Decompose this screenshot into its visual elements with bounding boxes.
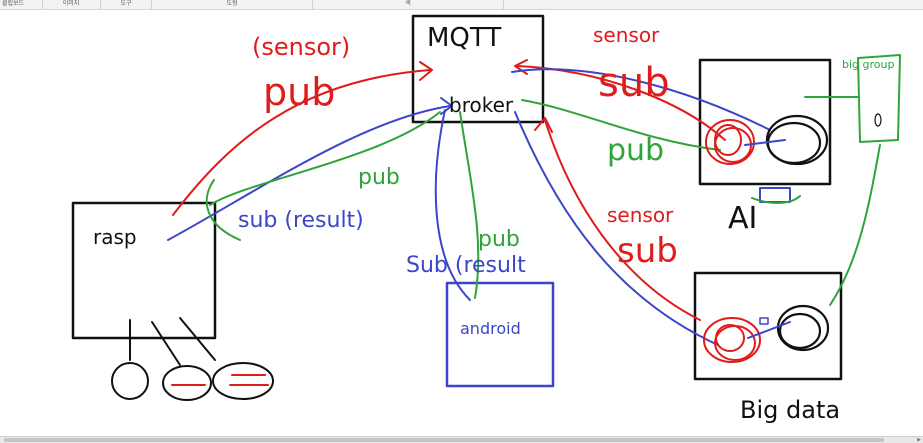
bottom-device-label: Big data	[740, 396, 840, 424]
green-pub-line-rasp	[209, 111, 441, 206]
ribbon-group-colors[interactable]: 색	[313, 0, 504, 9]
blue-line-ai	[511, 68, 771, 131]
sub-result-android: Sub (result	[406, 253, 526, 278]
pub-sensor-word: pub	[263, 70, 335, 114]
mqtt-label: MQTT	[427, 23, 501, 53]
ai-blue-link	[744, 139, 786, 146]
blue-sub-line-rasp	[167, 105, 451, 241]
app-ribbon: 클립보드 이미지 도구 도형 색	[0, 0, 923, 10]
red-pub-arrowhead	[419, 61, 433, 81]
android-label: android	[460, 319, 521, 338]
red-pub-arrow	[172, 69, 431, 216]
bottom-blue-link	[747, 321, 791, 339]
rasp-box	[71, 201, 217, 340]
red-arrowhead-bottom	[534, 117, 553, 133]
pub-green-right: pub	[607, 133, 664, 168]
ribbon-group-clipboard[interactable]: 클립보드	[0, 0, 43, 9]
bigdata-side-label: big group	[842, 58, 894, 71]
android-box	[445, 281, 555, 388]
ai-green-under	[751, 195, 801, 204]
ribbon-group-tools[interactable]: 도구	[101, 0, 152, 9]
bottom-small-component	[759, 317, 769, 325]
blue-sub-android	[434, 109, 471, 301]
ai-black-scribble	[765, 114, 829, 166]
bottom-black-scribble	[776, 304, 830, 352]
ribbon-group-image[interactable]: 이미지	[42, 0, 101, 9]
side-green-box	[857, 54, 901, 143]
pub-sensor-label: (sensor)	[252, 33, 350, 61]
ai-label: AI	[728, 201, 757, 236]
green-pub-android	[459, 111, 480, 299]
ai-red-scribble	[705, 119, 755, 165]
green-pub-bracket	[205, 179, 241, 241]
sensor-sub-top-b: sub	[598, 60, 670, 106]
pub-green-left: pub	[358, 165, 400, 190]
side-marker-icon	[874, 113, 882, 127]
ribbon-group-shapes[interactable]: 도형	[152, 0, 313, 9]
blue-line-bottom	[514, 111, 719, 346]
rasp-legs	[129, 317, 216, 366]
green-pub-ai	[521, 99, 721, 151]
rasp-sensor-marks	[171, 374, 269, 386]
sensor-sub-top-a: sensor	[593, 23, 660, 47]
broker-label: broker	[449, 93, 514, 117]
red-sensor-sub-bottom	[544, 119, 701, 321]
sensor-sub-bottom-a: sensor	[607, 203, 674, 227]
sensor-sub-bottom-b: sub	[617, 231, 678, 271]
horizontal-scrollbar[interactable]: ▶	[0, 436, 923, 443]
scrollbar-thumb[interactable]	[4, 438, 884, 442]
sub-result-left: sub (result)	[238, 208, 364, 233]
rasp-sensors	[111, 362, 274, 401]
scroll-right-arrow-icon[interactable]: ▶	[917, 437, 921, 443]
bottom-device-box	[693, 271, 843, 381]
bottom-red-scribble	[703, 317, 761, 363]
ai-small-component	[759, 187, 791, 203]
rasp-label: rasp	[93, 225, 137, 249]
green-bigdata-line	[829, 144, 881, 306]
pub-green-android: pub	[478, 227, 520, 252]
